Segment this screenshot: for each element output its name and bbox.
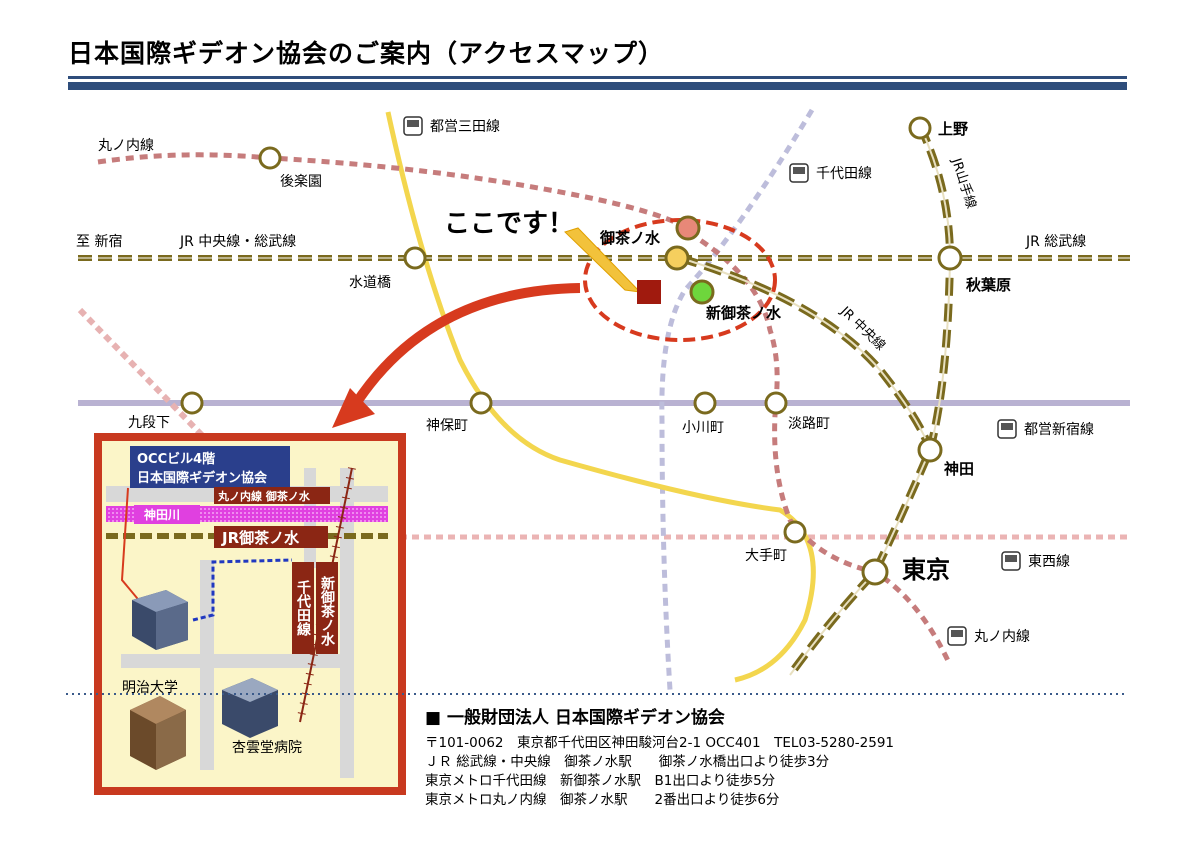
access-line: ＪＲ 総武線・中央線 御茶ノ水駅 御茶ノ水橋出口より徒歩3分 (425, 754, 830, 770)
label-ueno: 上野 (938, 120, 968, 138)
svg-text:千代田線: 千代田線 (816, 166, 872, 182)
label-jr-yamanote: JR山手線 (948, 155, 980, 210)
tozai-line-legend: 東西線 (1001, 551, 1070, 571)
shinjuku-line-legend: 都営新宿線 (997, 419, 1094, 439)
label-jr-chuo-sobu: JR 中央線・総武線 (179, 234, 296, 250)
mita-line-legend: 都営三田線 (403, 116, 500, 136)
station-ueno (908, 116, 932, 140)
label-jimbocho: 神保町 (426, 418, 468, 434)
chiyoda-line (659, 108, 815, 691)
label-shin-ochanomizu: 新御茶ノ水 (706, 304, 782, 322)
inset-jr-ochanomizu: JR御茶ノ水 (221, 529, 300, 547)
station-tokyo (861, 558, 889, 586)
inset-kandagawa: 神田川 (144, 507, 180, 522)
station-kanda (917, 437, 943, 463)
label-kanda: 神田 (944, 460, 974, 478)
station-kudanshita (180, 391, 204, 415)
title-rule (68, 76, 1127, 90)
mita-line (385, 111, 816, 683)
destination-marker (637, 280, 661, 304)
page-title: 日本国際ギデオン協会のご案内（アクセスマップ） (68, 39, 665, 68)
inset-chiyoda: 千代田線 (295, 579, 312, 637)
kudanshita-line (77, 307, 273, 508)
station-suidobashi (403, 246, 427, 270)
label-here: ここです！ (444, 209, 574, 239)
org-name: ■ 一般財団法人 日本国際ギデオン協会 (425, 708, 725, 728)
svg-text:丸ノ内線: 丸ノ内線 (974, 629, 1030, 645)
inset-meiji: 明治大学 (122, 680, 178, 696)
inset-map: 神田川 OCCビル4階 日本国際ギデオン協会 丸ノ内線 御茶ノ水 JR御茶ノ水 … (94, 433, 406, 795)
svg-text:都営三田線: 都営三田線 (430, 119, 500, 135)
pointer-arrow (350, 283, 581, 408)
station-ochanomizu (664, 245, 690, 271)
label-kudanshita: 九段下 (128, 415, 170, 431)
marunouchi-line-legend: 丸ノ内線 (947, 626, 1030, 646)
inset-marunouchi-ochanomizu: 丸ノ内線 御茶ノ水 (217, 489, 311, 503)
label-korakuen: 後楽園 (280, 174, 322, 190)
inset-building-label-1: OCCビル4階 (137, 451, 215, 467)
inset-hospital: 杏雲堂病院 (232, 740, 302, 756)
label-ochanomizu: 御茶ノ水 (599, 229, 661, 247)
access-line: 東京メトロ千代田線 新御茶ノ水駅 B1出口より徒歩5分 (425, 773, 776, 789)
label-tokyo: 東京 (902, 556, 950, 584)
label-awajicho: 淡路町 (788, 416, 830, 432)
label-suidobashi: 水道橋 (349, 275, 391, 291)
label-otemachi: 大手町 (745, 548, 787, 564)
station-ochanomizu-marunouchi (675, 215, 701, 241)
label-marunouchi: 丸ノ内線 (98, 138, 154, 154)
station-awajicho (764, 391, 788, 415)
chiyoda-line-legend: 千代田線 (789, 163, 872, 183)
footer-info: ■ 一般財団法人 日本国際ギデオン協会 〒101-0062 東京都千代田区神田駿… (425, 703, 894, 810)
marunouchi-line (97, 152, 953, 667)
label-to-shinjuku: 至 新宿 (76, 233, 122, 250)
station-akihabara (937, 245, 963, 271)
station-ogawamachi (693, 391, 717, 415)
station-jimbocho (469, 391, 493, 415)
label-jr-chuo: JR 中央線 (837, 303, 889, 354)
station-otemachi (783, 520, 807, 544)
station-korakuen (258, 146, 282, 170)
svg-text:都営新宿線: 都営新宿線 (1024, 421, 1094, 438)
station-shin-ochanomizu (689, 279, 715, 305)
label-akihabara: 秋葉原 (966, 276, 1011, 294)
inset-building-label-2: 日本国際ギデオン協会 (137, 470, 268, 486)
inset-shin-ochanomizu: 新御茶ノ水 (319, 575, 336, 647)
label-jr-sobu: JR 総武線 (1025, 234, 1086, 250)
access-line: 東京メトロ丸ノ内線 御茶ノ水駅 2番出口より徒歩6分 (425, 792, 780, 808)
label-ogawamachi: 小川町 (682, 420, 724, 436)
address-line: 〒101-0062 東京都千代田区神田駿河台2-1 OCC401 TEL03-5… (425, 735, 895, 751)
svg-text:東西線: 東西線 (1028, 554, 1070, 570)
